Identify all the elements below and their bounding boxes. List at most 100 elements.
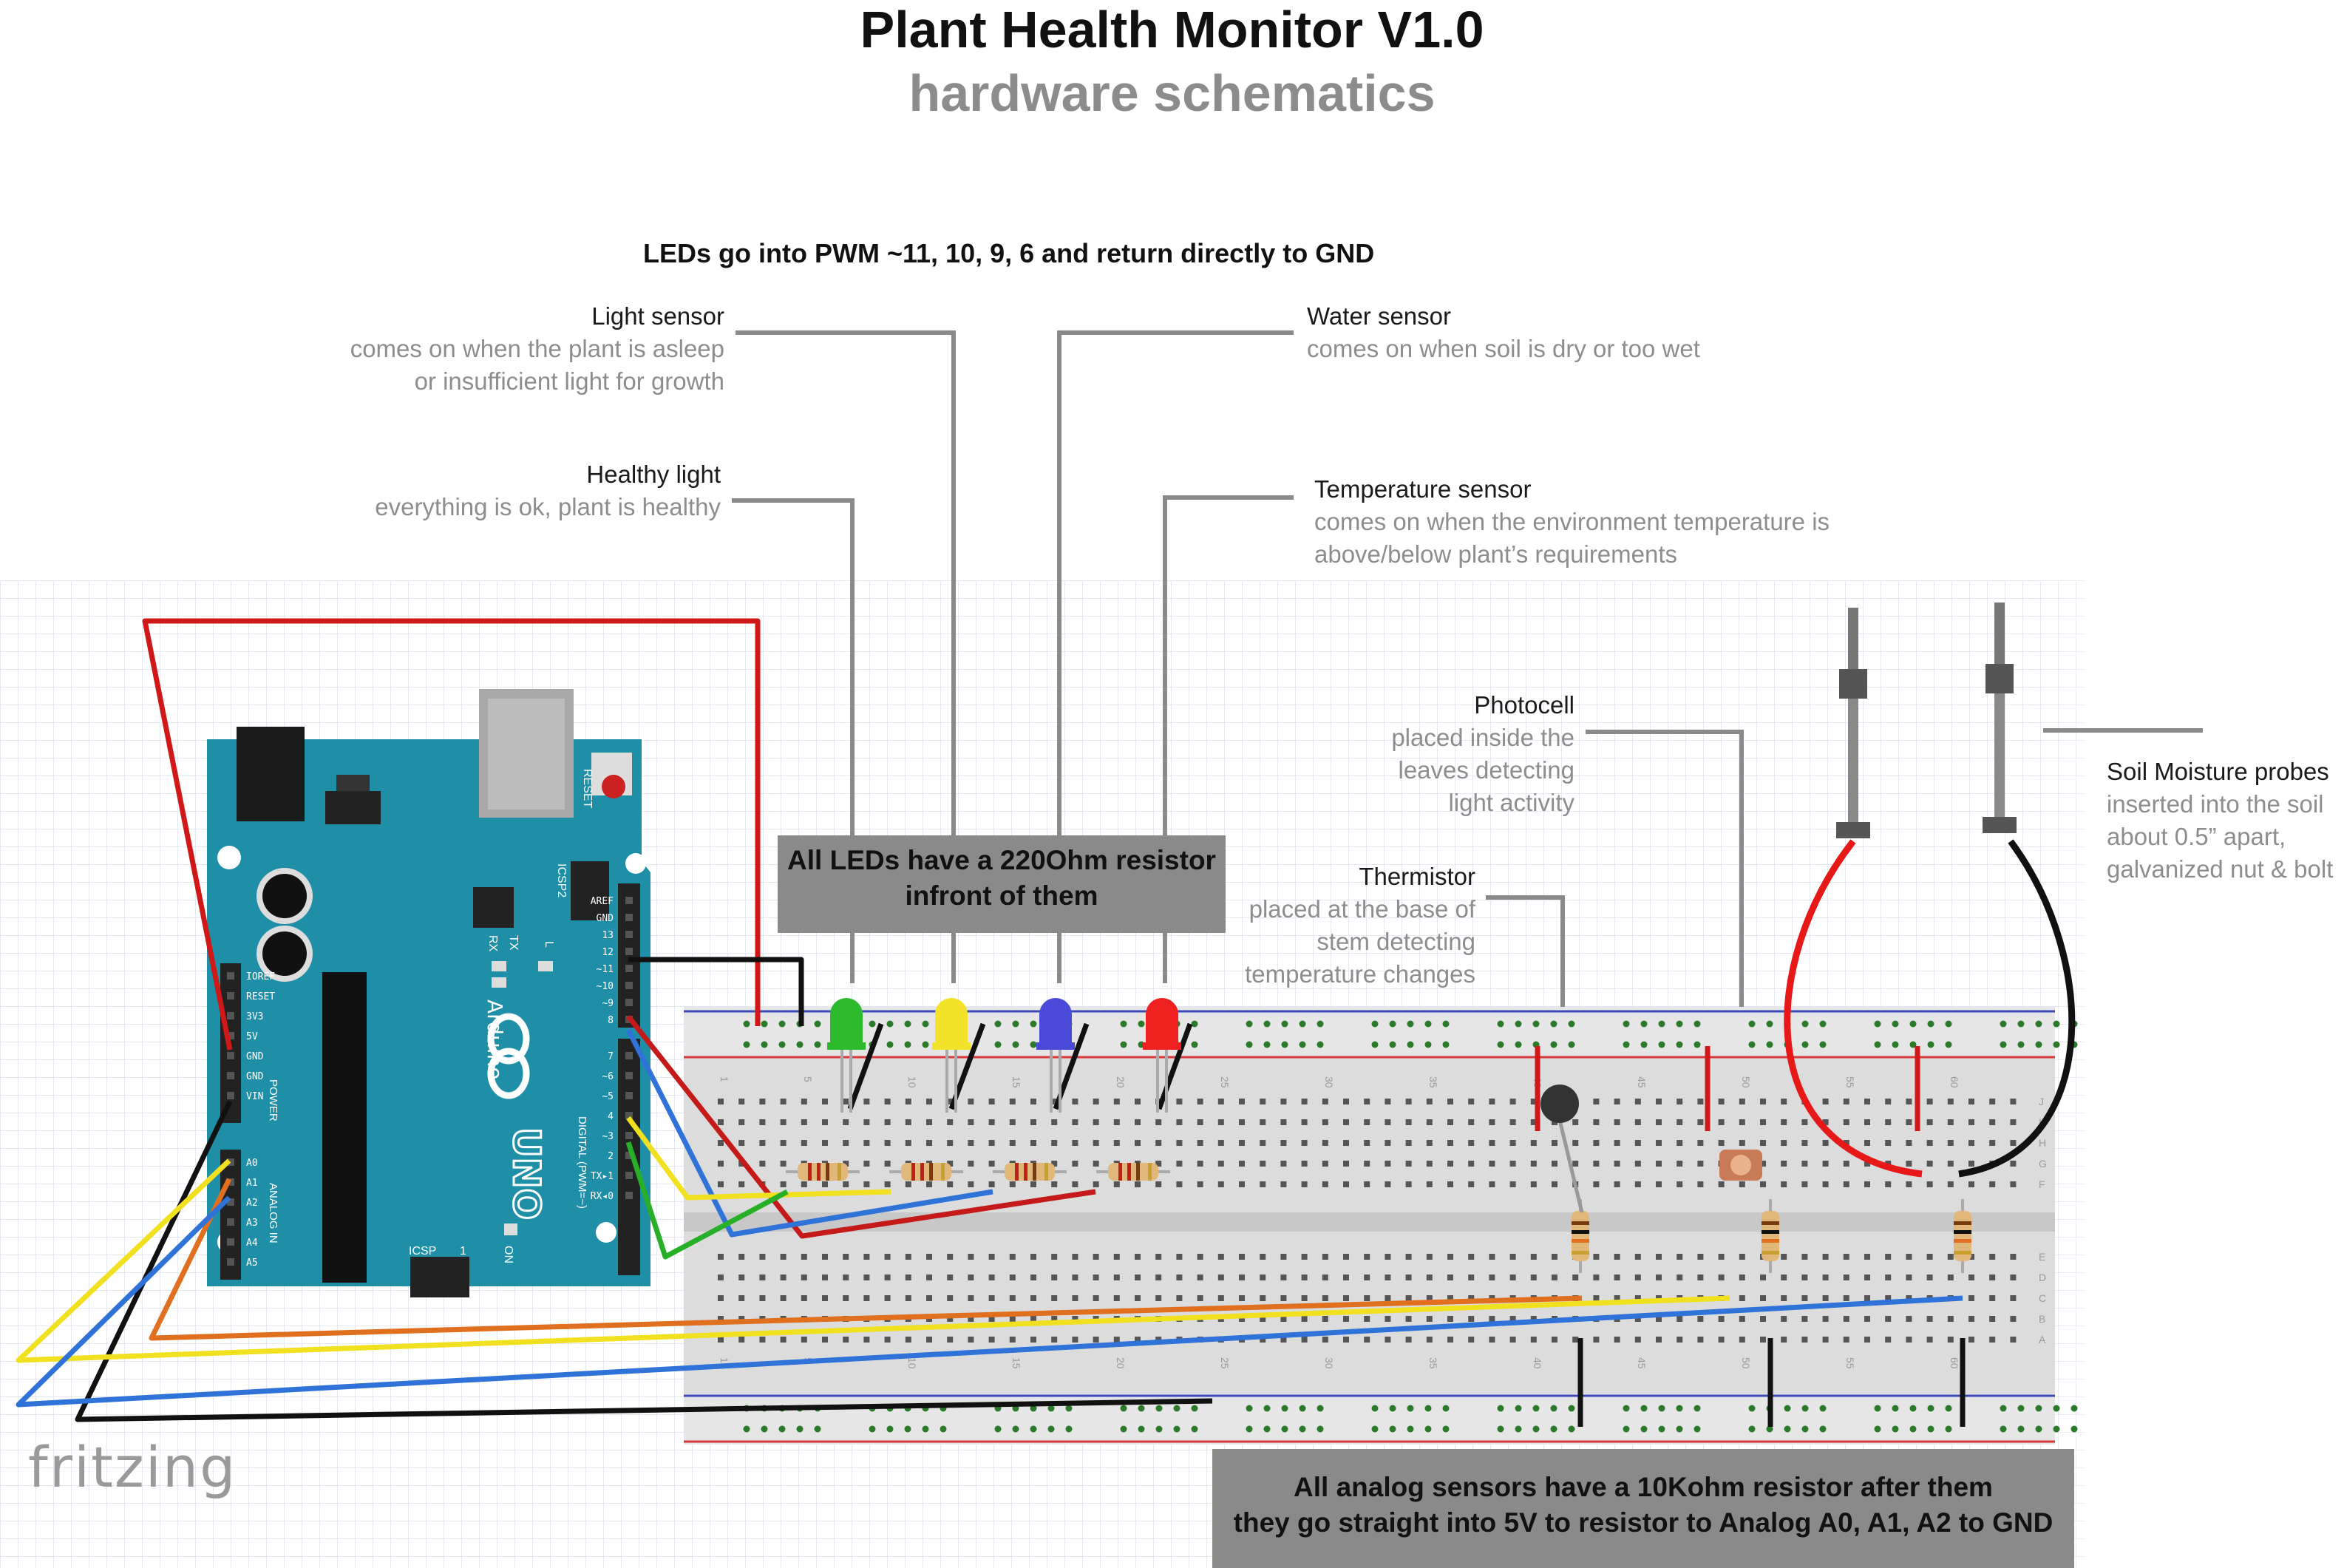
breadboard-hole [1072, 1316, 1078, 1322]
breadboard-hole [1697, 1275, 1704, 1280]
rail-hole [1120, 1020, 1127, 1028]
breadboard-hole [1864, 1295, 1870, 1301]
leader-lines [732, 330, 2203, 1153]
rail-hole [1371, 1020, 1379, 1028]
breadboard-hole [1801, 1161, 1808, 1167]
rail-hole [1676, 1041, 1683, 1048]
wire-probe-red [1784, 839, 1923, 1178]
breadboard-hole [780, 1161, 787, 1167]
rail-hole [1784, 1405, 1791, 1412]
column-number: 25 [1219, 1357, 1231, 1369]
led-red [1143, 998, 1181, 1113]
breadboard-hole [1760, 1316, 1766, 1322]
breadboard-hole [1176, 1140, 1183, 1146]
breadboard-hole [1343, 1161, 1349, 1167]
breadboard-hole [1572, 1275, 1579, 1280]
breadboard-hole [1843, 1161, 1849, 1167]
breadboard-hole [1447, 1181, 1453, 1187]
breadboard-hole [884, 1181, 891, 1187]
breadboard-hole [1781, 1337, 1787, 1343]
rail-hole [886, 1425, 894, 1433]
breadboard-hole [1385, 1337, 1391, 1343]
breadboard-hole [1280, 1140, 1287, 1146]
breadboard-hole [780, 1181, 787, 1187]
breadboard-hole [968, 1181, 974, 1187]
header-pin [227, 1012, 234, 1019]
breadboard-hole [1009, 1181, 1016, 1187]
rail-hole [1012, 1425, 1019, 1433]
breadboard-hole [822, 1099, 828, 1104]
breadboard-hole [926, 1337, 932, 1343]
breadboard-hole [1093, 1337, 1099, 1343]
breadboard-hole [1051, 1119, 1058, 1125]
breadboard-hole [1364, 1161, 1370, 1167]
column-number: 1 [719, 1076, 730, 1082]
column-number: 55 [1844, 1076, 1856, 1088]
breadboard-hole [988, 1099, 995, 1104]
rail-hole [2017, 1020, 2025, 1028]
breadboard-hole [1489, 1099, 1495, 1104]
breadboard-hole [988, 1181, 995, 1187]
rx-label: RX [486, 935, 499, 952]
column-number: 20 [1115, 1357, 1127, 1369]
breadboard-hole [1614, 1161, 1620, 1167]
breadboard-hole [759, 1099, 766, 1104]
breadboard-hole [1989, 1275, 1996, 1280]
breadboard-hole [1364, 1275, 1370, 1280]
breadboard-hole [1468, 1140, 1475, 1146]
arduino-board [207, 739, 650, 1286]
rail-hole [1389, 1425, 1396, 1433]
rail-hole [796, 1041, 804, 1048]
rail-hole [1299, 1020, 1306, 1028]
breadboard-hole [1155, 1119, 1162, 1125]
grid-fade [2033, 580, 2344, 1568]
breadboard-hole [1989, 1316, 1996, 1322]
breadboard-hole [1843, 1254, 1849, 1260]
breadboard-hole [1155, 1181, 1162, 1187]
power-label: POWER [267, 1079, 279, 1121]
breadboard-hole [1489, 1161, 1495, 1167]
breadboard-hole [863, 1119, 870, 1125]
rail-hole [1442, 1020, 1450, 1028]
column-number: 10 [906, 1076, 918, 1088]
rail-hole [1424, 1041, 1432, 1048]
breadboard-hole [1426, 1275, 1433, 1280]
breadboard-hole [1364, 1140, 1370, 1146]
rail-hole [761, 1425, 768, 1433]
rail-hole [2053, 1405, 2060, 1412]
pin-label: GND [246, 1071, 264, 1082]
breadboard-hole [1718, 1316, 1725, 1322]
breadboard-hole [1801, 1254, 1808, 1260]
wire-11-red [626, 1014, 1096, 1239]
pin-label: ~3 [602, 1131, 614, 1142]
rail-hole [1424, 1405, 1432, 1412]
breadboard-hole [1113, 1099, 1120, 1104]
rail-hole [886, 1041, 894, 1048]
rail-hole [869, 1425, 876, 1433]
breadboard-hole [1489, 1140, 1495, 1146]
breadboard-hole [718, 1161, 724, 1167]
pin-label: 2 [608, 1151, 614, 1162]
breadboard-hole [1239, 1275, 1245, 1280]
label-title: Thermistor [1359, 863, 1475, 890]
column-number: 25 [1219, 1076, 1231, 1088]
rail-hole [1568, 1405, 1575, 1412]
pin-label: 12 [602, 947, 614, 958]
rail-hole [1515, 1405, 1522, 1412]
breadboard-hole [1030, 1316, 1036, 1322]
arduino-logo [487, 1013, 530, 1099]
breadboard-hole [1677, 1140, 1683, 1146]
breadboard-hole [1426, 1254, 1433, 1260]
resistors [786, 1163, 1971, 1273]
breadboard-hole [1677, 1337, 1683, 1343]
breadboard-hole [1801, 1119, 1808, 1125]
breadboard-hole [905, 1275, 911, 1280]
rail-hole [1640, 1425, 1648, 1433]
breadboard-hole [1593, 1099, 1600, 1104]
breadboard-hole [738, 1119, 745, 1125]
rail-hole [1927, 1425, 1934, 1433]
breadboard-hole [905, 1119, 911, 1125]
label-thermistor: Thermistor placed at the base of stem de… [1180, 861, 1475, 991]
breadboard-hole [1217, 1254, 1224, 1260]
header-pin [625, 1152, 633, 1159]
